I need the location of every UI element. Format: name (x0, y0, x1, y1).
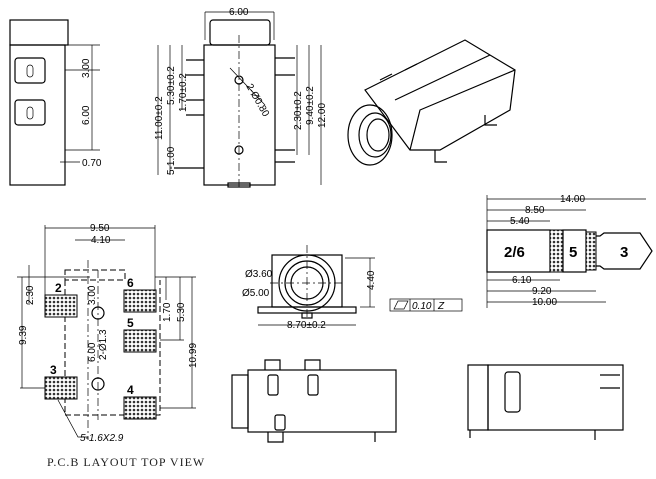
bottom-end-view (467, 364, 624, 440)
dim-text: 10.00 (532, 297, 557, 308)
dim-text: 2-Ø0.80 (243, 82, 271, 119)
dim-text: 9.20 (532, 286, 552, 297)
dim-text: 6.10 (512, 275, 532, 286)
pad-label: 4 (127, 383, 134, 397)
pcb-layout: 2 3 6 5 4 9.50 4.10 2.30 9.39 3.00 6.00 … (17, 223, 205, 469)
dim-text: Ø3.60 (245, 269, 273, 280)
pad-label: 5 (127, 316, 134, 330)
pad-4 (123, 396, 157, 420)
dim-text: 5-1.6X2.9 (80, 433, 124, 444)
dim-text: 14.00 (560, 194, 585, 205)
datum-label: Z (437, 301, 445, 312)
pad-5 (123, 329, 157, 353)
dim-text: 8.50 (525, 205, 545, 216)
dim-text: 9.40±0.2 (305, 86, 316, 125)
dim-text: 5.30 (176, 302, 187, 322)
dim-text: 1.70 (162, 302, 173, 322)
dim-text: 5.30±0.2 (166, 66, 177, 105)
pad-3 (44, 376, 78, 400)
dim-text: 2.30±0.2 (293, 91, 304, 130)
dim-text: 2-Ø1.3 (98, 329, 109, 360)
dim-text: 6.00 (87, 342, 98, 362)
bottom-side-view (231, 359, 397, 443)
dim-text: 4.40 (366, 270, 377, 290)
dim-text: 6.00 (81, 105, 92, 125)
dim-text: 2.30 (25, 285, 36, 305)
dim-text: 9.39 (18, 325, 29, 345)
flatness-value: 0.10 (412, 301, 432, 312)
dim-text: 3.00 (81, 58, 92, 78)
dim-text: 1.70±0.2 (178, 73, 189, 112)
segment-tip: 3 (620, 244, 628, 261)
isometric-view (347, 39, 516, 166)
dim-text: 5-1.00 (166, 146, 177, 175)
top-view: 6.00 11.00±0.2 5.30±0.2 1.70±0.2 5-1.00 … (154, 7, 328, 190)
dim-text: 10.99 (188, 343, 199, 368)
pad-6 (123, 289, 157, 313)
dim-text: 11.00±0.2 (154, 96, 165, 140)
flatness-icon (393, 300, 409, 310)
dim-text: 3.00 (87, 285, 98, 305)
dim-text: 9.50 (90, 223, 110, 234)
dim-text: Ø5.00 (242, 288, 270, 299)
dim-text: 8.70±0.2 (287, 320, 326, 331)
flatness-tolerance-frame: 0.10 Z (389, 298, 463, 312)
dim-text: 5.40 (510, 216, 530, 227)
pad-2 (44, 294, 78, 318)
pad-label: 2 (55, 281, 62, 295)
segment-sleeve: 2/6 (504, 244, 525, 261)
pcb-layout-caption: P.C.B LAYOUT TOP VIEW (47, 455, 205, 469)
pad-label: 6 (127, 276, 134, 290)
front-view: Ø3.60 Ø5.00 4.40 8.70±0.2 0.10 Z (242, 245, 463, 331)
segment-ring: 5 (569, 244, 577, 261)
pad-label: 3 (50, 363, 57, 377)
side-view: 3.00 6.00 0.70 (9, 19, 102, 186)
dim-text: 4.10 (91, 235, 111, 246)
plug-diagram: 2/6 5 3 14.00 8.50 5.40 6.10 9.20 10.00 (486, 194, 653, 308)
dim-text: 12.00 (317, 103, 328, 128)
dim-text: 0.70 (82, 158, 102, 169)
dim-text: 6.00 (229, 7, 249, 18)
